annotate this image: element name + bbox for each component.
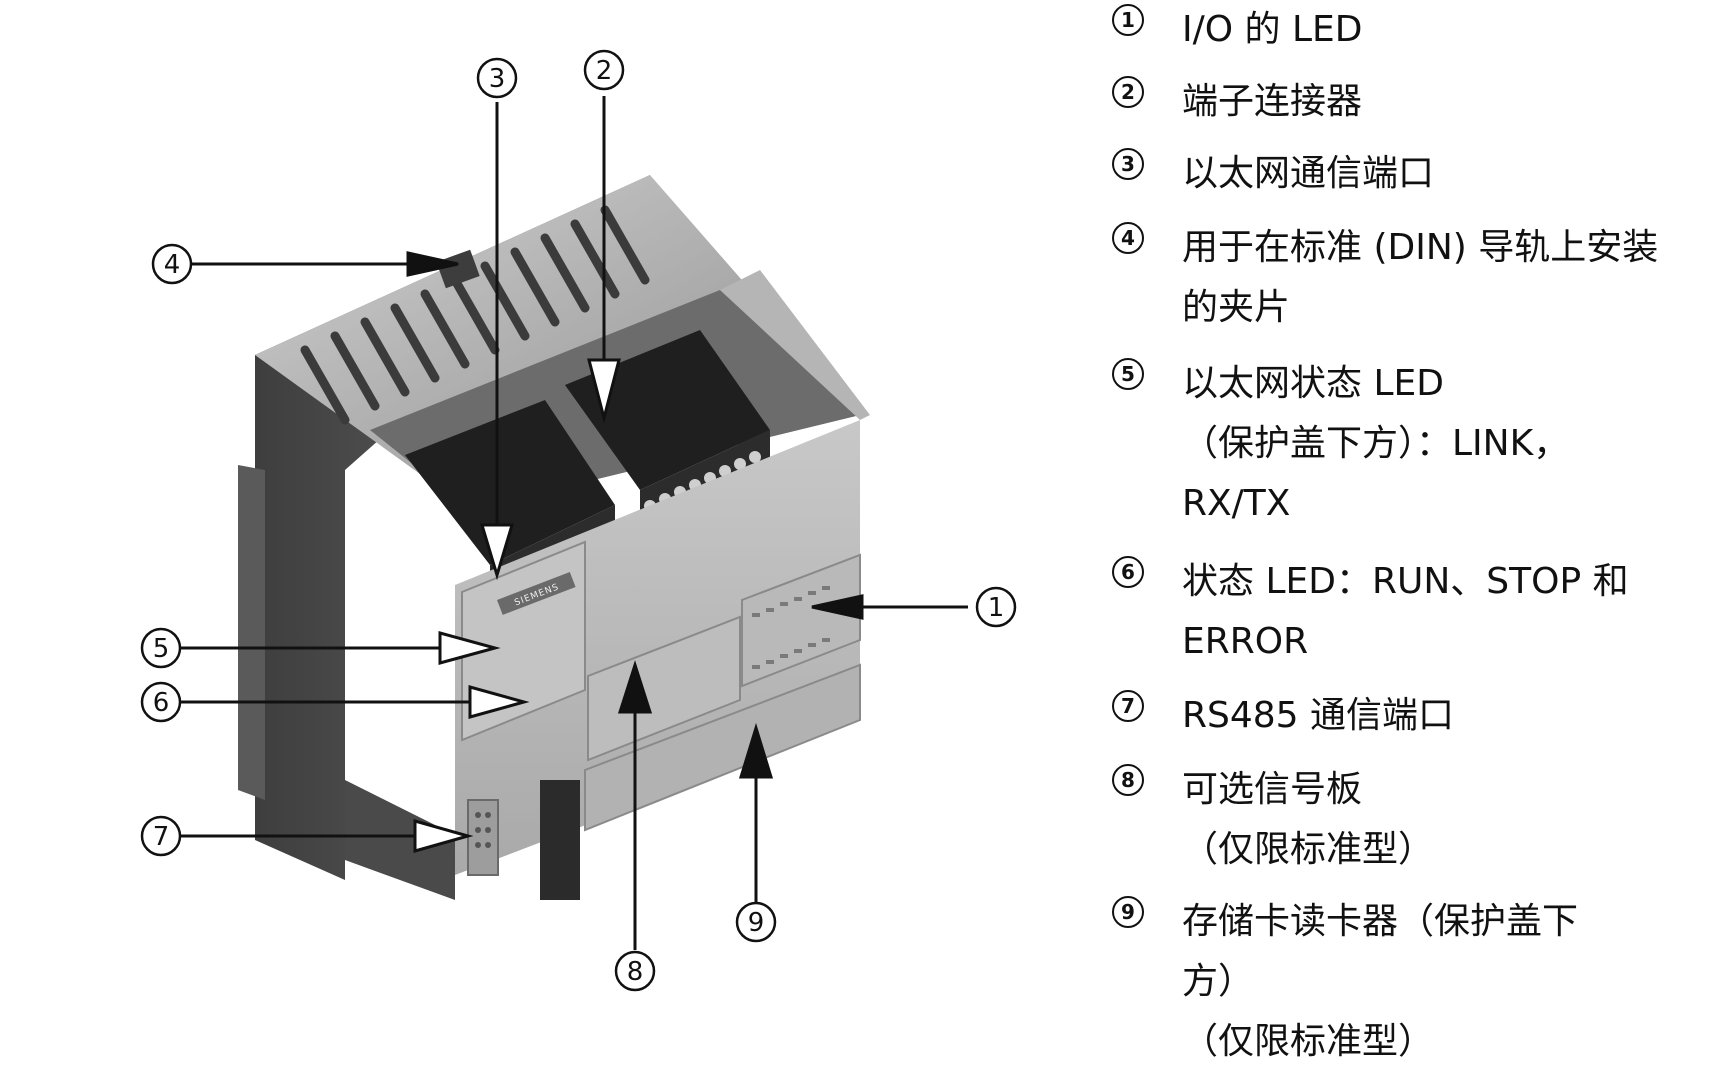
svg-text:8: 8 [627, 957, 644, 987]
legend-number: 4 [1112, 222, 1144, 254]
io-led-strip [741, 553, 861, 688]
callout-marker-9: 9 [735, 901, 777, 943]
legend-label: 以太网通信端口 [1182, 153, 1435, 194]
rs485-pins [475, 812, 491, 848]
callout-marker-8: 8 [614, 950, 656, 992]
svg-text:5: 5 [153, 634, 170, 664]
legend-number: 2 [1112, 76, 1144, 108]
memory-slot [540, 780, 580, 900]
legend-number: 5 [1112, 358, 1144, 390]
legend-number: 6 [1112, 556, 1144, 588]
legend-label: I/O 的 LED [1182, 9, 1363, 50]
legend-label: 可选信号板 （仅限标准型） [1182, 769, 1435, 870]
svg-text:2: 2 [596, 56, 613, 86]
legend-number: 7 [1112, 690, 1144, 722]
svg-text:7: 7 [153, 822, 170, 852]
svg-text:6: 6 [153, 688, 170, 718]
svg-text:1: 1 [988, 593, 1005, 623]
callout-marker-4: 4 [151, 243, 193, 285]
legend-label: 存储卡读卡器（保护盖下 方） （仅限标准型） [1182, 901, 1579, 1062]
legend-label: RS485 通信端口 [1182, 695, 1455, 736]
terminal-block-left [405, 400, 615, 565]
plc-right-top [720, 270, 870, 420]
signal-board-area [587, 615, 741, 762]
rs485-port [467, 799, 499, 876]
callout-marker-6: 6 [140, 681, 182, 723]
callout-marker-7: 7 [140, 815, 182, 857]
plc-left-recess [238, 465, 265, 800]
legend-label: 以太网状态 LED （保护盖下方）：LINK， RX/TX [1182, 363, 1570, 524]
legend-number: 3 [1112, 148, 1144, 180]
legend-label: 端子连接器 [1182, 81, 1363, 122]
callout-marker-1: 1 [975, 586, 1017, 628]
callout-lines [180, 96, 968, 950]
legend-number: 8 [1112, 764, 1144, 796]
callout-marker-5: 5 [140, 627, 182, 669]
plc-body: SIEMENS [238, 175, 870, 900]
callout-marker-3: 3 [476, 57, 518, 99]
legend-label: 状态 LED：RUN、STOP 和 ERROR [1182, 561, 1629, 662]
legend-label: 用于在标准 (DIN) 导轨上安装 的夹片 [1182, 227, 1659, 328]
callout-marker-2: 2 [583, 49, 625, 91]
plc-front-face [455, 420, 860, 875]
io-led-dots [752, 586, 830, 669]
svg-text:3: 3 [489, 64, 506, 94]
din-clip [436, 249, 480, 289]
svg-text:9: 9 [748, 908, 765, 938]
memory-card-cover [584, 663, 861, 832]
legend-number: 1 [1112, 4, 1144, 36]
lower-foot [345, 780, 455, 900]
legend-number: 9 [1112, 896, 1144, 928]
callout-markers: 3 2 4 1 5 6 7 8 [140, 49, 1017, 992]
vent-slots [300, 205, 650, 425]
svg-text:4: 4 [164, 250, 181, 280]
